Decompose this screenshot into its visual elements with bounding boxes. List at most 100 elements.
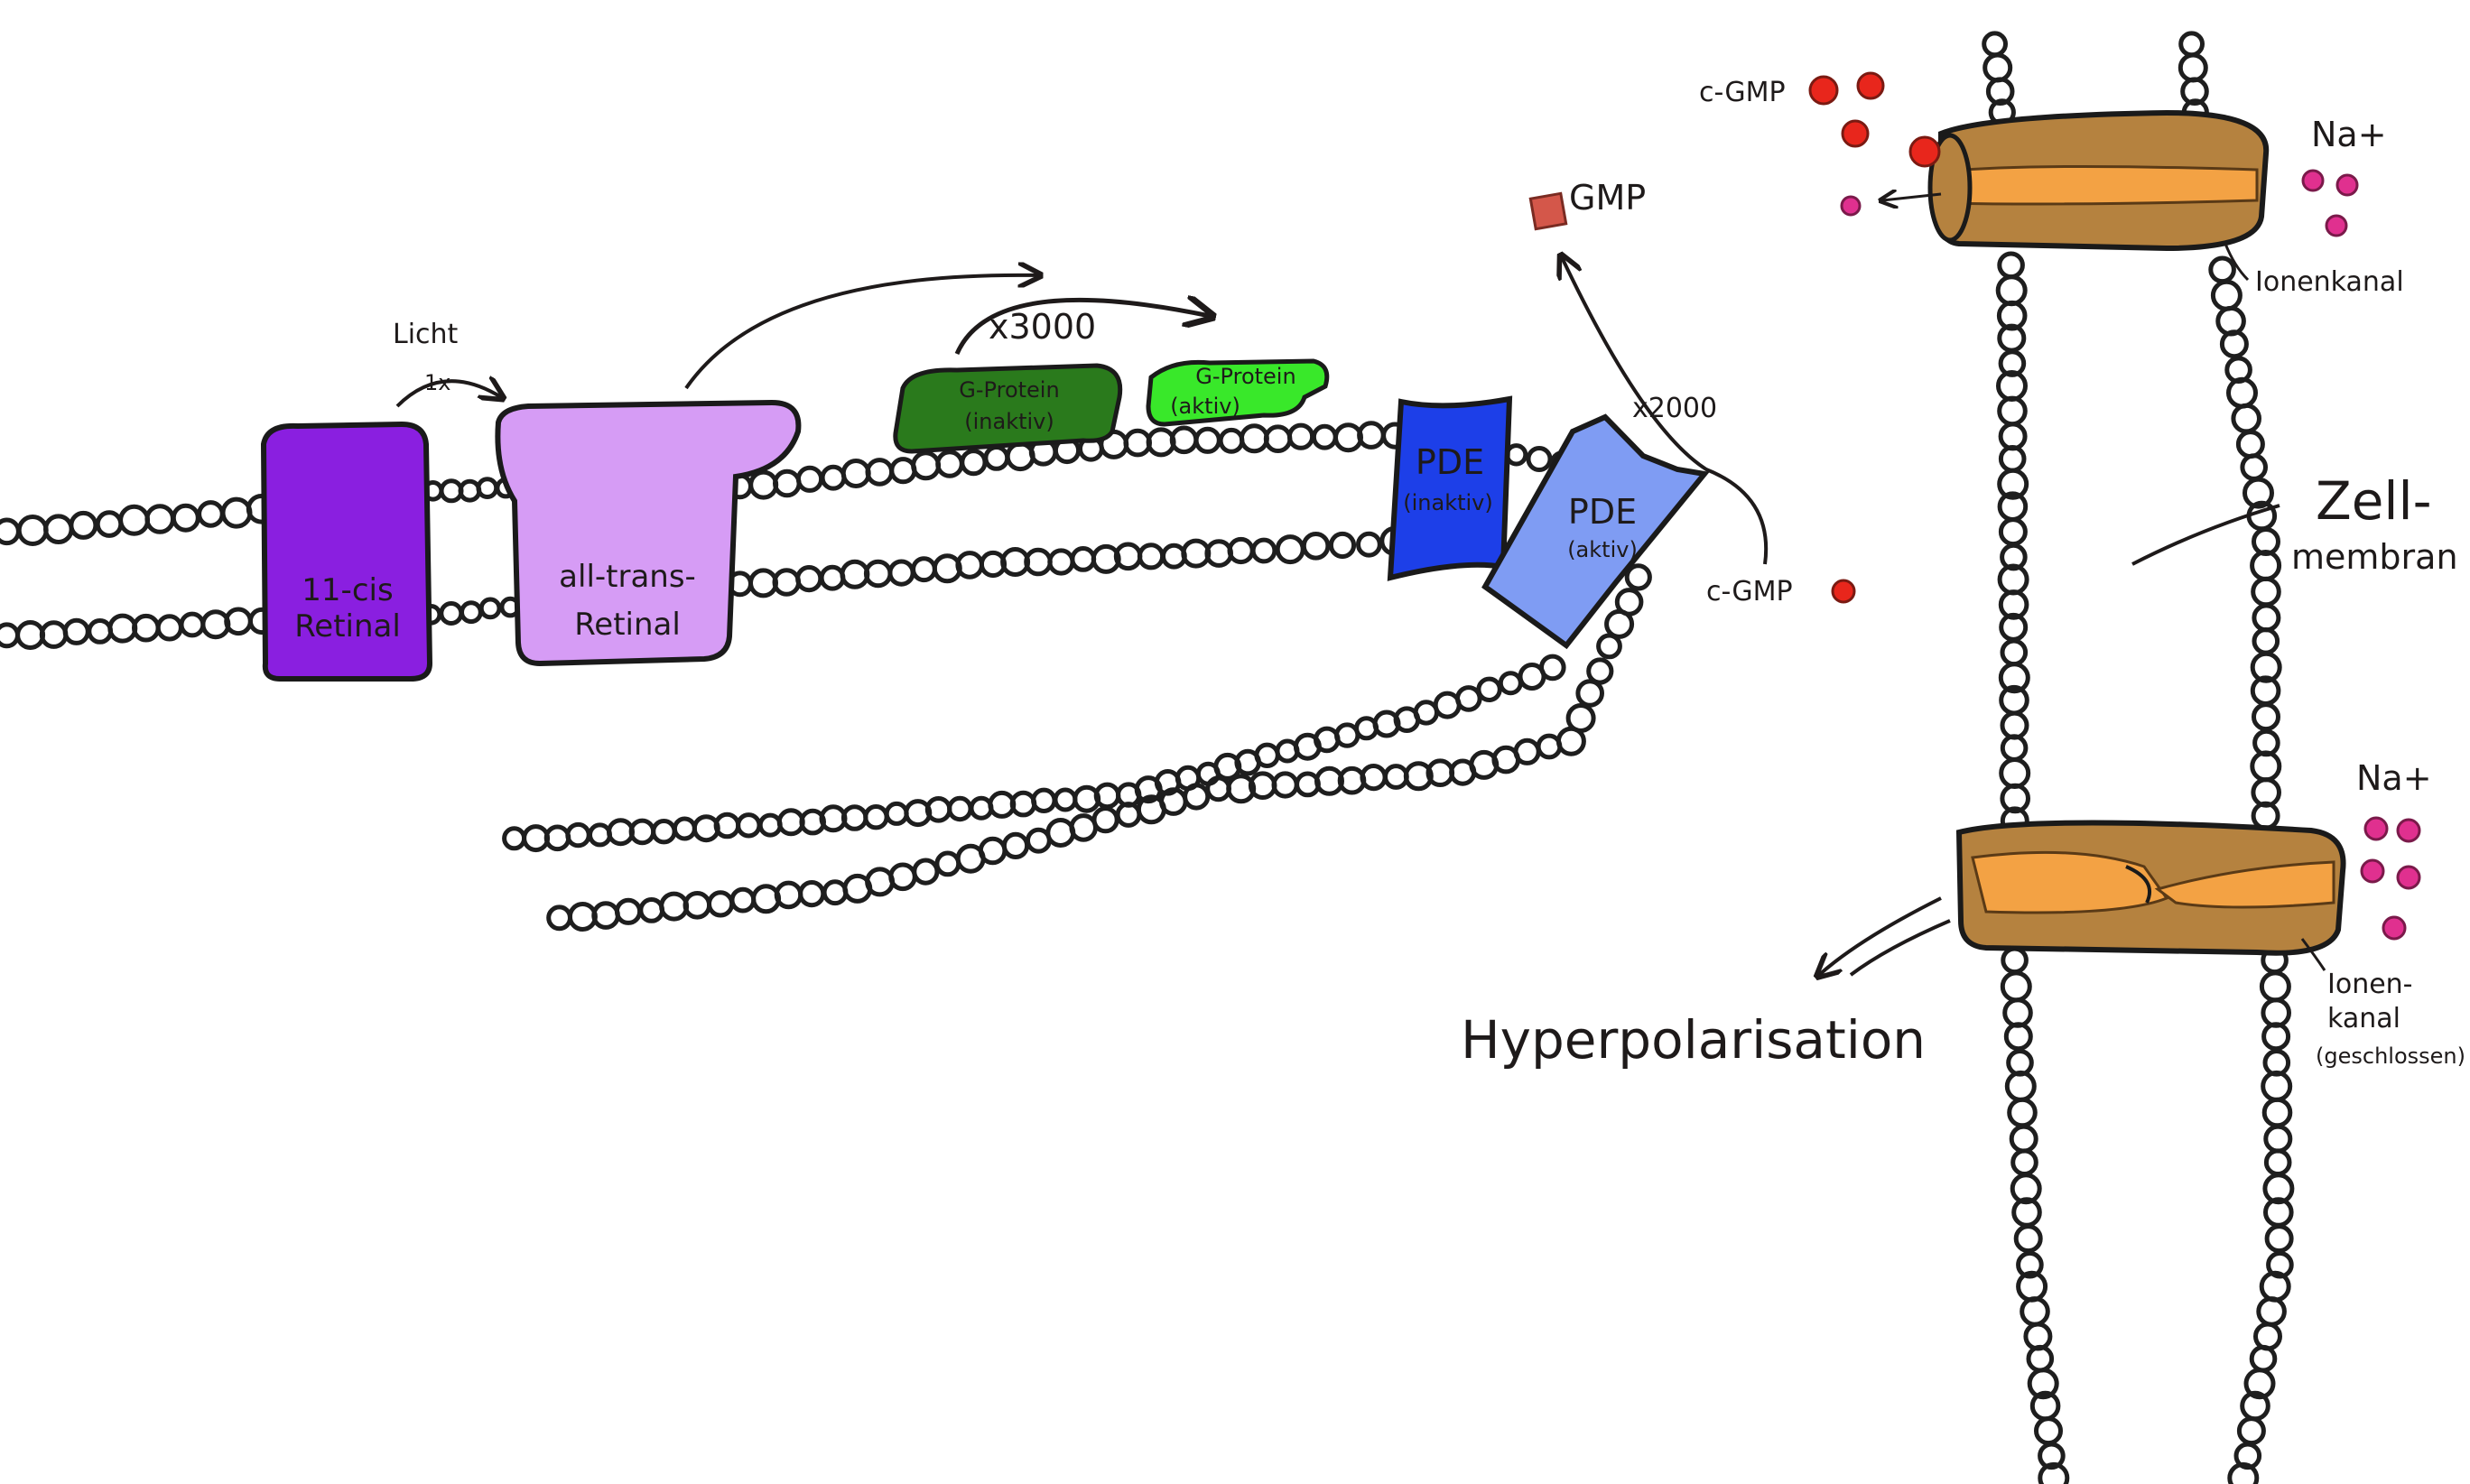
ion-channel-closed-core-2 — [2154, 860, 2335, 909]
lipid-bead — [1998, 422, 2028, 451]
lipid-bead — [863, 559, 893, 589]
hyperpolarisation-arrow-2 — [1849, 919, 1951, 977]
lipid-bead — [960, 449, 988, 477]
lipid-bead — [798, 880, 826, 908]
x3000-label: x3000 — [989, 307, 1096, 347]
lipid-bead — [2226, 376, 2258, 409]
ion-channel-open — [1882, 109, 2270, 252]
sodium-ion — [2325, 214, 2348, 237]
lipid-bead — [132, 613, 161, 643]
lipid-bead — [2252, 627, 2280, 655]
lipid-bead — [1047, 548, 1075, 576]
lipid-bead — [2261, 997, 2291, 1028]
lipid-bead — [2000, 638, 2029, 667]
lipid-bead — [795, 565, 823, 593]
lipid-bead — [757, 812, 783, 838]
lipid-bead — [2261, 1070, 2293, 1102]
lipid-bead — [2038, 1442, 2066, 1470]
lipid-bead — [1996, 300, 2028, 331]
lipid-bead — [2013, 1224, 2043, 1254]
cgmp-cluster-top: c-GMP — [1699, 71, 1941, 168]
ionenkanal-leader — [2224, 243, 2250, 282]
cis-retinal-shape — [260, 421, 433, 682]
lipid-bead — [1998, 349, 2027, 377]
lipid-bead — [179, 611, 206, 638]
lipid-bead — [819, 564, 846, 591]
lipid-bead — [865, 458, 895, 487]
pde-active-label-1: PDE — [1568, 492, 1637, 532]
lipid-bead — [1254, 742, 1280, 768]
lipid-bead — [1311, 423, 1338, 450]
cgmp-top-label: c-GMP — [1699, 77, 1786, 108]
lipid-bead — [2253, 1322, 2282, 1351]
lipid-bead — [2243, 1368, 2276, 1400]
lipid-bead — [1513, 737, 1541, 765]
pde-active-label-2: (aktiv) — [1567, 537, 1638, 562]
hyperpolarisation-annotation: Hyperpolarisation — [1461, 896, 1951, 1071]
membrane-chain-lower-2 — [546, 563, 1652, 932]
lipid-bead — [1498, 671, 1523, 696]
lipid-bead — [107, 613, 138, 644]
lipid-bead — [1998, 517, 2028, 547]
lipid-bead — [889, 457, 917, 485]
lipid-bead — [1356, 531, 1382, 558]
pde-inactive-label-1: PDE — [1416, 442, 1484, 482]
lipid-bead — [911, 450, 942, 481]
cgmp-dot-bound — [1908, 135, 1941, 168]
lipid-bead — [2038, 1461, 2070, 1484]
light-arrow — [395, 381, 501, 408]
ionenkanal2-label-3: (geschlossen) — [2316, 1043, 2465, 1069]
cgmp-mid-label: c-GMP — [1706, 576, 1793, 608]
lipid-bead — [651, 819, 677, 845]
hyperpolarisation-label: Hyperpolarisation — [1461, 1009, 1926, 1071]
lipid-bead — [171, 503, 200, 533]
lipid-bead — [935, 450, 964, 478]
lipid-bead — [912, 858, 940, 886]
ion-channel-open-end — [1927, 133, 1973, 243]
lipid-bead — [1045, 818, 1076, 848]
lipid-bead — [588, 822, 612, 848]
lipid-bead — [0, 517, 21, 546]
cgmp-hydrolysis-arrow — [1562, 257, 1769, 565]
lipid-bead — [672, 816, 697, 841]
lipid-bead — [638, 897, 665, 923]
lipid-bead — [1091, 806, 1119, 834]
lipid-bead — [220, 496, 253, 529]
lipid-bead — [614, 897, 643, 925]
lipid-bead — [2210, 279, 2242, 311]
lipid-bead — [144, 504, 175, 534]
lipid-bead — [2023, 1322, 2053, 1351]
gprotein-inactive: G-Protein (inaktiv) — [893, 363, 1123, 454]
lipid-bead — [888, 862, 917, 892]
lipid-bead — [2004, 1070, 2037, 1102]
membrane-chain-bottom-mid — [727, 525, 1410, 598]
lipid-bead — [1031, 787, 1057, 813]
gprotein-inactive-shape — [893, 363, 1123, 454]
lipid-bead — [2219, 329, 2249, 359]
lipid-bead — [1476, 676, 1502, 702]
lipid-bead — [887, 559, 915, 587]
lipid-bead — [2034, 1416, 2063, 1446]
lipid-bead — [2178, 31, 2205, 58]
lipid-bead — [2263, 1148, 2292, 1176]
lipid-bead — [439, 601, 464, 626]
lipid-bead — [1995, 274, 2028, 307]
lipid-bead — [69, 510, 98, 540]
lipid-bead — [2020, 1296, 2050, 1327]
gmp-label: GMP — [1569, 178, 1646, 218]
lipid-bead — [2261, 1097, 2293, 1128]
lipid-bead — [95, 510, 124, 538]
lipid-bead — [1250, 537, 1277, 564]
lipid-bead — [1596, 633, 1622, 660]
lipid-bead — [1526, 446, 1553, 472]
lipid-bead — [2231, 403, 2261, 434]
lipid-bead — [2264, 1224, 2294, 1254]
membrane-chain-v2c — [2227, 946, 2295, 1484]
lipid-bead — [659, 891, 690, 922]
ion-channel-closed-core — [1971, 850, 2169, 914]
cgmp-dot — [1808, 75, 1839, 106]
zellmembran-label-2: membran — [2291, 537, 2458, 577]
cis-retinal-label-1: 11-cis — [302, 572, 393, 608]
membrane-chain-link-2 — [420, 596, 522, 626]
zellmembran-leader — [2131, 504, 2280, 566]
